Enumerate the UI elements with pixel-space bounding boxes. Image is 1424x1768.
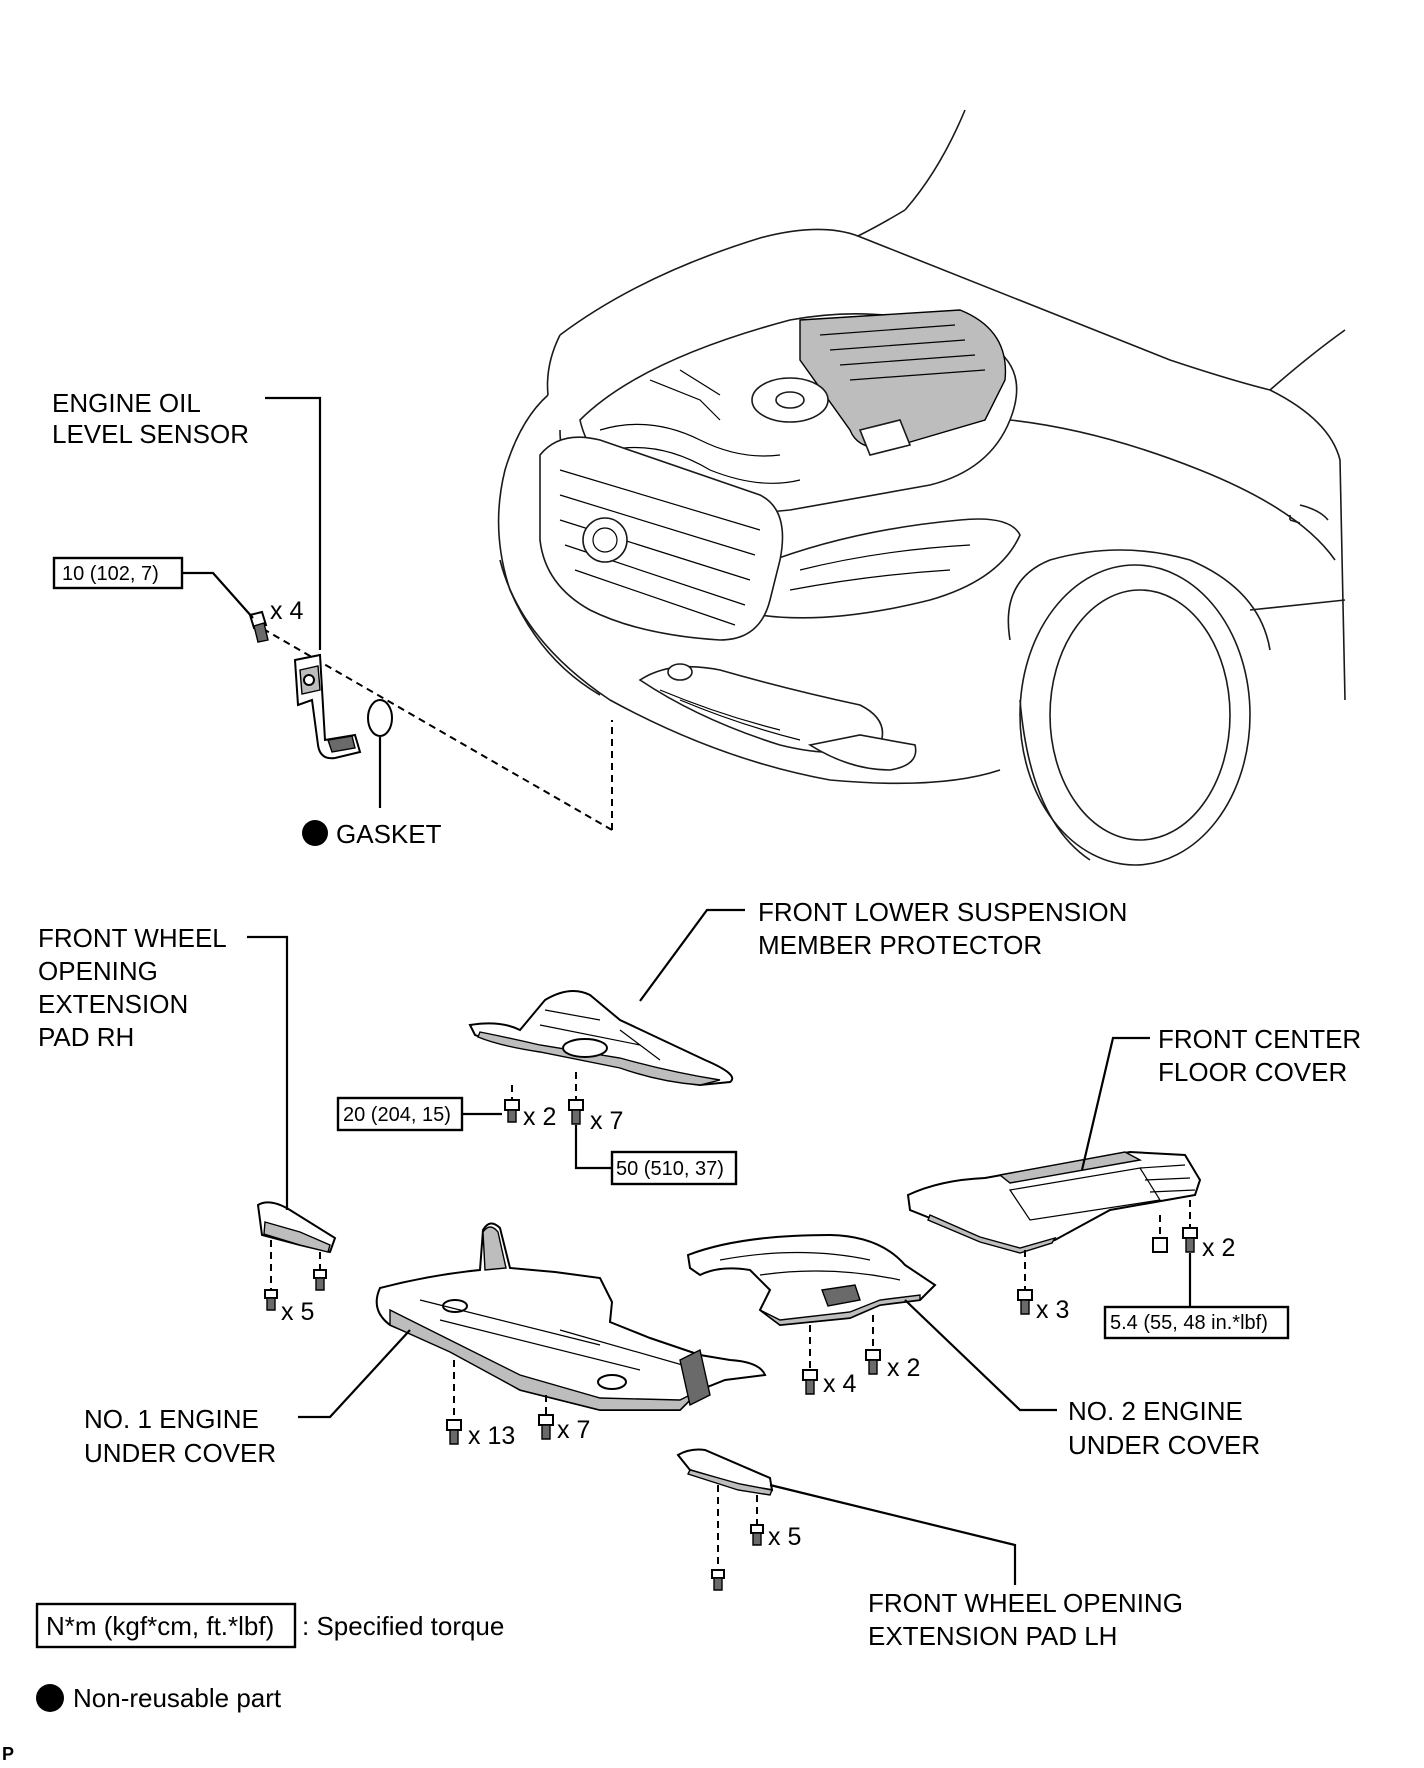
count-no2-a: x 4: [823, 1370, 856, 1398]
legend-non-reusable-text: Non-reusable part: [73, 1683, 282, 1713]
protector-bolt-a: [504, 1099, 520, 1123]
count-no1-a: x 13: [468, 1422, 515, 1450]
front-wheel-rh-label-3: EXTENSION: [38, 989, 188, 1019]
engine-oil-level-sensor-label-1: ENGINE OIL: [52, 388, 201, 418]
no1-bolt-a: [446, 1419, 462, 1445]
corner-mark: P: [2, 1744, 14, 1763]
no1-engine-under-label-1: NO. 1 ENGINE: [84, 1404, 259, 1434]
no1-engine-under-label-2: UNDER COVER: [84, 1438, 276, 1468]
front-lower-suspension-member-protector-part: [468, 990, 734, 1087]
front-lower-suspension-label-2: MEMBER PROTECTOR: [758, 930, 1042, 960]
torque-oil-sensor: 10 (102, 7): [62, 563, 159, 585]
pad-rh-bolt-b: [313, 1269, 327, 1291]
count-oil-sensor-bolts: x 4: [270, 597, 303, 625]
front-lower-suspension-label-1: FRONT LOWER SUSPENSION: [758, 897, 1127, 927]
front-center-floor-label-1: FRONT CENTER: [1158, 1024, 1361, 1054]
vehicle-front-illustration: [497, 109, 1346, 866]
torque-floor-cover: 5.4 (55, 48 in.*lbf): [1110, 1312, 1268, 1334]
front-center-floor-label-2: FLOOR COVER: [1158, 1057, 1347, 1087]
front-wheel-lh-label-2: EXTENSION PAD LH: [868, 1621, 1117, 1651]
engine-oil-level-sensor-label-2: LEVEL SENSOR: [52, 419, 249, 449]
count-no1-b: x 7: [557, 1416, 590, 1444]
count-pad-rh: x 5: [281, 1298, 314, 1326]
front-wheel-rh-label-2: OPENING: [38, 956, 158, 986]
pad-lh-bolt-b: [750, 1524, 764, 1546]
count-no2-b: x 2: [887, 1354, 920, 1382]
legend-torque-box: [35, 1602, 297, 1649]
torque-protector-a: 20 (204, 15): [343, 1104, 451, 1126]
count-pad-lh: x 5: [768, 1523, 801, 1551]
count-floor-a: x 3: [1036, 1296, 1069, 1324]
no1-engine-under-cover-part: [375, 1222, 767, 1411]
torque-protector-b: 50 (510, 37): [616, 1158, 724, 1180]
legend-non-reusable-marker: [36, 1684, 64, 1712]
no1-bolt-b: [538, 1414, 554, 1440]
front-wheel-rh-label-1: FRONT WHEEL: [38, 923, 227, 953]
legend-torque-unit: N*m (kgf*cm, ft.*lbf): [46, 1611, 274, 1641]
count-floor-b: x 2: [1202, 1234, 1235, 1262]
no2-bolt-b: [865, 1349, 881, 1375]
floor-bolt-b: [1152, 1237, 1168, 1253]
front-wheel-rh-label-4: PAD RH: [38, 1022, 134, 1052]
floor-bolt-c: [1182, 1227, 1198, 1253]
oil-sensor-bolt: [248, 610, 269, 643]
count-protector-b: x 7: [590, 1107, 623, 1135]
gasket-part: [367, 699, 393, 737]
pad-lh-bolt-a: [711, 1569, 725, 1591]
floor-bolt-a: [1017, 1289, 1033, 1315]
no2-engine-under-cover-part: [686, 1233, 937, 1327]
no2-bolt-a: [802, 1369, 818, 1395]
no2-engine-under-label-1: NO. 2 ENGINE: [1068, 1396, 1243, 1426]
gasket-label: GASKET: [336, 819, 442, 849]
no2-engine-under-label-2: UNDER COVER: [1068, 1430, 1260, 1460]
engine-oil-level-sensor-part: [293, 653, 362, 760]
protector-bolt-b: [568, 1099, 584, 1125]
pad-rh-bolt-a: [264, 1289, 278, 1311]
front-wheel-lh-label-1: FRONT WHEEL OPENING: [868, 1588, 1183, 1618]
count-protector-a: x 2: [523, 1103, 556, 1131]
legend: N*m (kgf*cm, ft.*lbf) : Specified torque…: [35, 1602, 504, 1713]
legend-torque-text: : Specified torque: [302, 1611, 504, 1641]
front-wheel-opening-extension-pad-lh-part: [676, 1448, 774, 1496]
front-wheel-opening-extension-pad-rh-part: [256, 1201, 337, 1254]
non-reusable-marker: [302, 820, 328, 846]
